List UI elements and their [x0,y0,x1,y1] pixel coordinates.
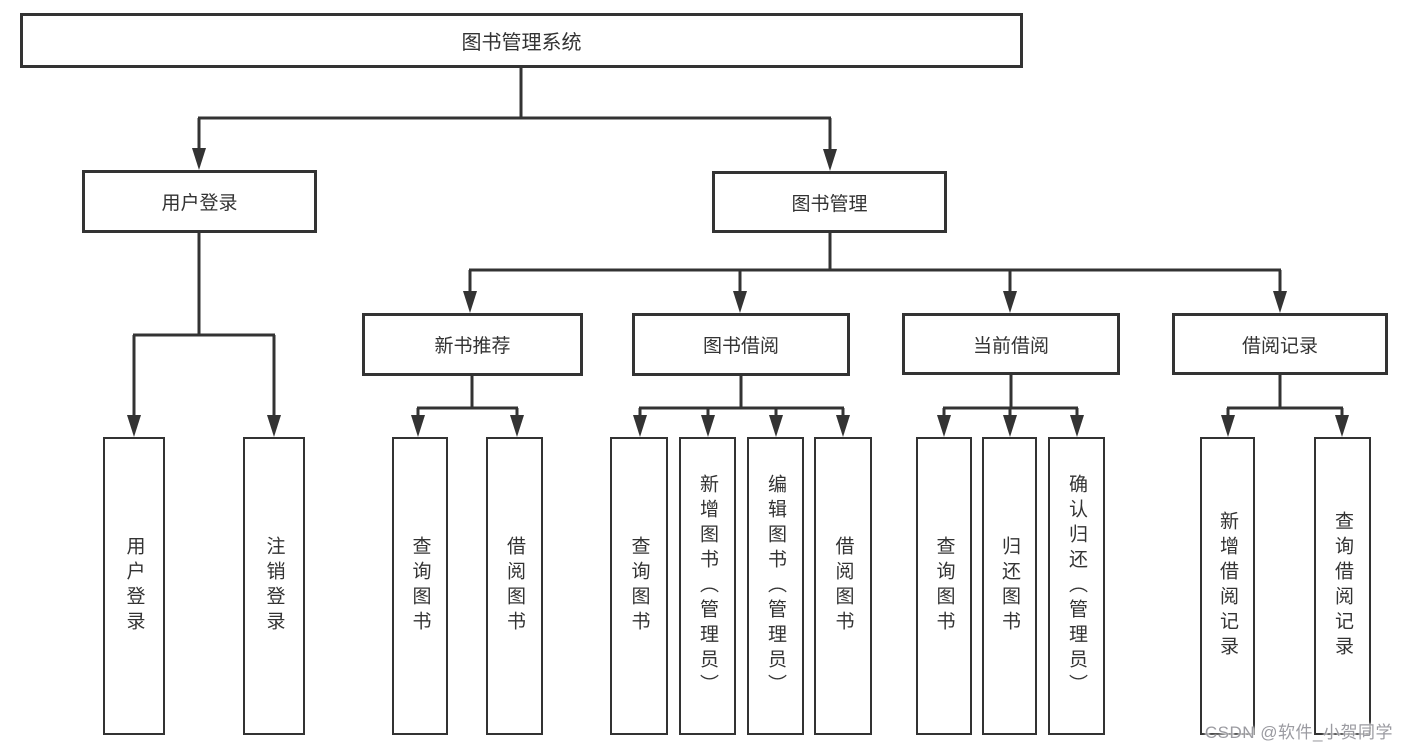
leaf-borrow-books-recommend: 借阅图书 [486,437,543,735]
watermark: CSDN @软件_小贺同学 [1204,723,1393,742]
leaf-add-borrow-record: 新增借阅记录 [1200,437,1255,735]
leaf-user-login: 用户登录 [103,437,165,735]
leaf-query-borrow-record: 查询借阅记录 [1314,437,1371,735]
connector-book-management [468,233,1282,303]
node-new-book-recommend: 新书推荐 [362,313,583,376]
node-current-borrow: 当前借阅 [902,313,1120,375]
connector-new-book-recommend [416,375,519,427]
leaf-query-books-borrow: 查询图书 [610,437,668,735]
connector-root [197,66,832,160]
leaf-return-books: 归还图书 [982,437,1037,735]
node-library-management-system: 图书管理系统 [20,13,1023,68]
leaf-query-books-recommend: 查询图书 [392,437,448,735]
leaf-borrow-books: 借阅图书 [814,437,872,735]
node-book-borrow: 图书借阅 [632,313,850,376]
leaf-add-books-admin: 新增图书（管理员） [679,437,736,735]
leaf-confirm-return-admin: 确认归还（管理员） [1048,437,1105,735]
connector-user-login [132,232,276,427]
leaf-logout: 注销登录 [243,437,305,735]
connector-current-borrow [942,375,1079,427]
node-book-management: 图书管理 [712,171,947,233]
leaf-edit-books-admin: 编辑图书（管理员） [747,437,804,735]
connector-book-borrow [638,375,845,427]
leaf-query-books-current: 查询图书 [916,437,972,735]
connector-borrow-record [1226,375,1344,427]
node-user-login: 用户登录 [82,170,317,233]
node-borrow-record: 借阅记录 [1172,313,1388,375]
